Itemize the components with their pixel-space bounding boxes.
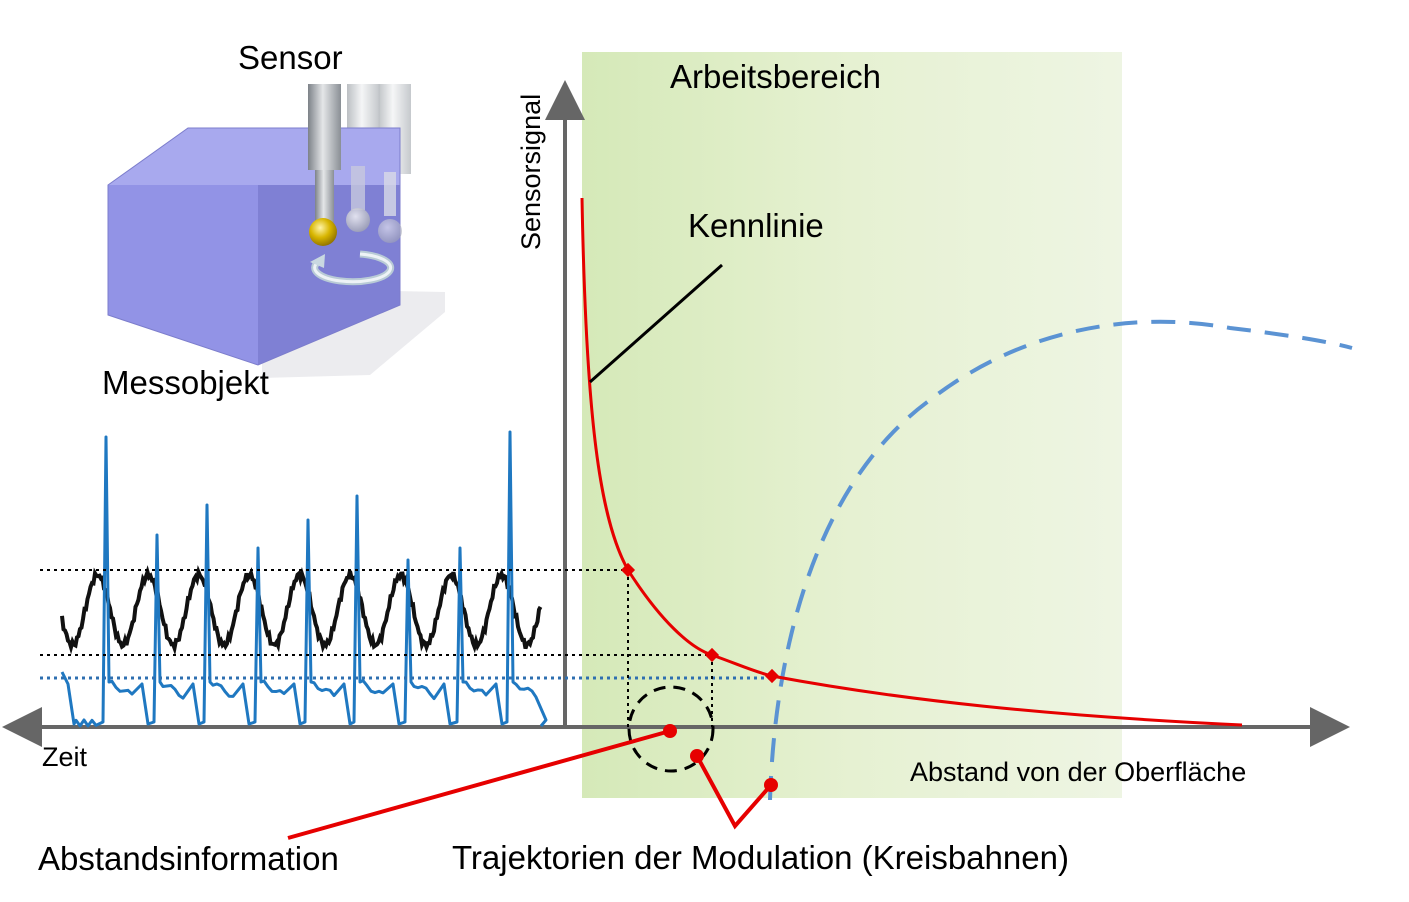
ghost-probe-ball-icon xyxy=(378,219,402,243)
time-signals xyxy=(60,430,548,728)
working-range-label: Arbeitsbereich xyxy=(670,58,881,95)
curve-marker xyxy=(704,647,720,663)
modulation-trajectory-dashed xyxy=(768,319,1353,801)
y-axis-label: Sensorsignal xyxy=(516,94,546,250)
distance-info-label: Abstandsinformation xyxy=(38,840,339,877)
trajectory-dot xyxy=(764,778,778,792)
sensor-illustration xyxy=(107,84,445,378)
trajectories-label: Trajektorien der Modulation (Kreisbahnen… xyxy=(452,839,1069,876)
sensor-probe-icon xyxy=(308,84,341,170)
time-axis-label: Zeit xyxy=(42,742,88,772)
characteristic-label: Kennlinie xyxy=(688,207,824,244)
working-range-area xyxy=(582,52,1122,798)
modulation-circle xyxy=(627,685,715,773)
circular-rotation-arrow-icon xyxy=(310,250,395,286)
object-label: Messobjekt xyxy=(102,364,269,401)
sensor-label: Sensor xyxy=(238,39,343,76)
trajectory-dot xyxy=(690,749,704,763)
probe-ball-icon xyxy=(309,218,337,246)
signal-trace-black xyxy=(60,564,543,656)
x-axis-label: Abstand von der Oberfläche xyxy=(910,757,1246,787)
signal-trace-blue xyxy=(60,430,548,728)
characteristic-pointer xyxy=(589,263,723,384)
ghost-probe-ball-icon xyxy=(346,208,370,232)
curve-marker xyxy=(620,562,636,578)
projection-lines xyxy=(40,569,772,727)
distance-info-dot xyxy=(663,724,677,738)
distance-info-pointer xyxy=(287,729,671,840)
trajectory-pointer xyxy=(695,755,773,830)
curve-marker xyxy=(764,668,780,684)
block-shadow-icon xyxy=(262,290,445,378)
